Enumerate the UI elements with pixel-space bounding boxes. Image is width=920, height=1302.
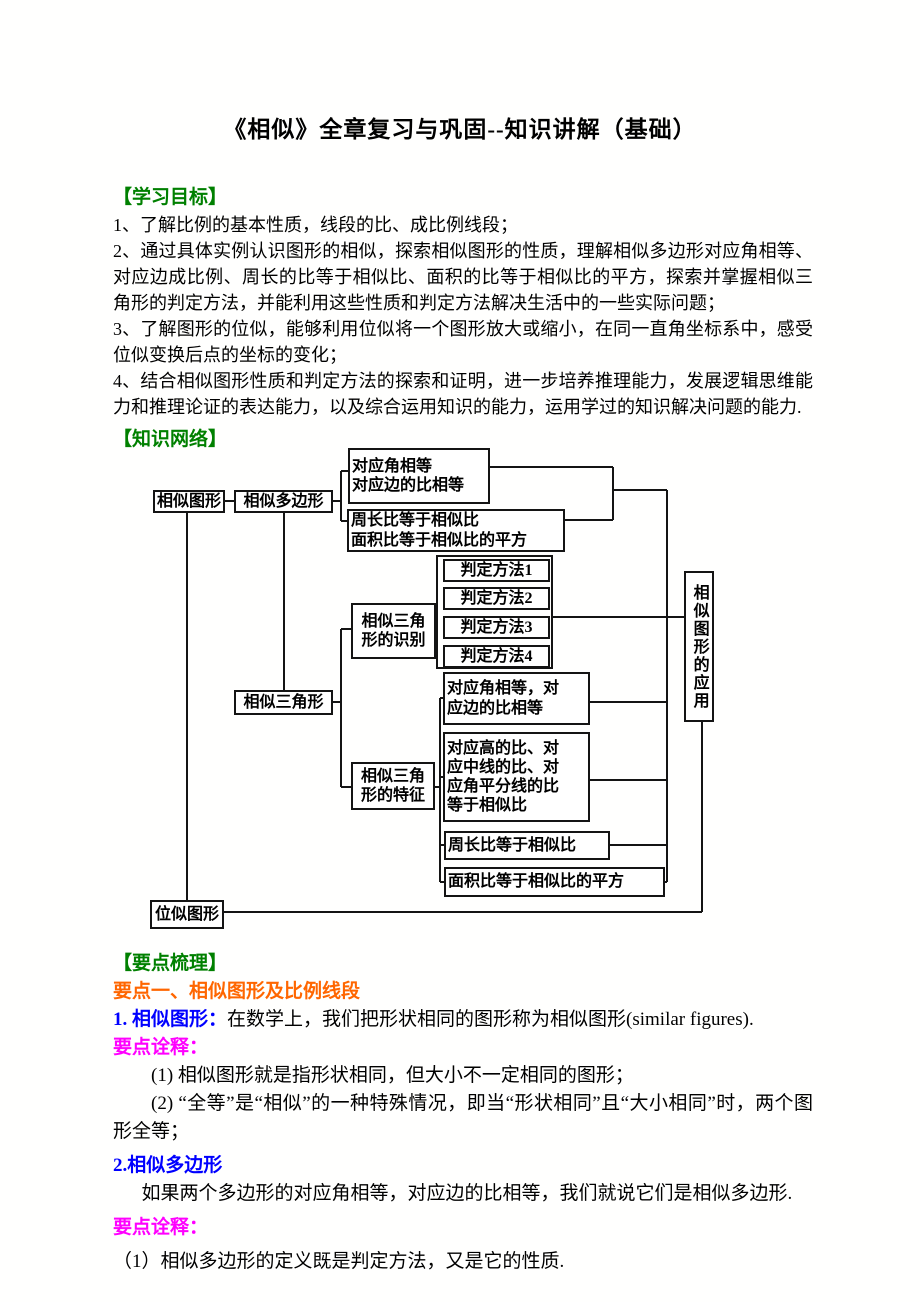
point-2-text: 如果两个多边形的对应角相等，对应边的比相等，我们就说它们是相似多边形. [141,1183,793,1204]
point-1-label: 1. 相似图形： [113,1009,228,1030]
key-points-section: 【要点梳理】 要点一、相似图形及比例线段 1. 相似图形：在数学上，我们把形状相… [113,950,813,1276]
goal-item-4: 4、结合相似图形性质和判定方法的探索和证明，进一步培养推理能力，发展逻辑思维能力… [113,371,813,417]
network-node-polygon-ratio-properties: 周长比等于相似比 面积比等于相似比的平方 [347,509,565,552]
network-node-applications: 相似图形的应用 [684,571,714,722]
network-node-similar-figures: 相似图形 [153,490,225,513]
network-node-triangle-perimeter-ratio: 周长比等于相似比 [444,831,610,860]
goal-item-1: 1、了解比例的基本性质，线段的比、成比例线段； [113,215,518,235]
section-header-knowledge-network: 【知识网络】 [113,429,228,450]
network-node-similar-polygons: 相似多边形 [234,490,333,513]
network-node-criterion-3: 判定方法3 [443,616,550,639]
note-2-item-1: （1）相似多边形的定义既是判定方法，又是它的性质. [113,1251,565,1272]
goal-item-2: 2、通过具体实例认识图形的相似，探索相似图形的性质，理解相似多边形对应角相等、对… [113,241,813,313]
point-1-text: 在数学上，我们把形状相同的图形称为相似图形(similar figures). [227,1009,754,1030]
section-header-learning-goals: 【学习目标】 [113,187,228,208]
note-1-item-2: (2) “全等”是“相似”的一种特殊情况，即当“形状相同”且“大小相同”时，两个… [113,1093,813,1142]
network-node-polygon-properties: 对应角相等 对应边的比相等 [348,448,490,504]
network-connector-lines [186,466,703,913]
note-1-label: 要点诠释： [113,1037,209,1058]
goal-item-3: 3、了解图形的位似，能够利用位似将一个图形放大或缩小，在同一直角坐标系中，感受位… [113,319,813,365]
network-node-triangle-identification: 相似三角 形的识别 [351,603,436,659]
criteria-group-bracket [436,555,553,669]
network-node-homothetic-figures: 位似图形 [150,900,224,929]
network-node-criterion-1: 判定方法1 [443,559,550,582]
network-node-triangle-segment-ratios: 对应高的比、对 应中线的比、对 应角平分线的比 等于相似比 [443,732,590,822]
point-2-label: 2.相似多边形 [113,1155,223,1176]
knowledge-network-diagram: 相似图形 相似多边形 对应角相等 对应边的比相等 周长比等于相似比 面积比等于相… [0,442,920,934]
note-1-item-1: (1) 相似图形就是指形状相同，但大小不一定相同的图形； [151,1065,634,1086]
point-1-line: 1. 相似图形：在数学上，我们把形状相同的图形称为相似图形(similar fi… [113,1006,813,1034]
network-node-criterion-2: 判定方法2 [443,587,550,610]
note-2-label: 要点诠释： [113,1217,209,1238]
network-node-criterion-4: 判定方法4 [443,645,550,668]
network-node-triangle-angle-side: 对应角相等，对 应边的比相等 [443,672,590,725]
network-node-triangle-area-ratio: 面积比等于相似比的平方 [444,867,665,897]
page-title: 《相似》全章复习与巩固--知识讲解（基础） [223,117,697,142]
network-node-similar-triangles: 相似三角形 [234,690,333,715]
section-header-key-points: 【要点梳理】 [113,953,228,974]
network-node-triangle-characteristics: 相似三角 形的特征 [351,762,435,810]
learning-goals-list: 1、了解比例的基本性质，线段的比、成比例线段； 2、通过具体实例认识图形的相似，… [113,212,813,420]
key-points-topic-title: 要点一、相似图形及比例线段 [113,981,361,1002]
